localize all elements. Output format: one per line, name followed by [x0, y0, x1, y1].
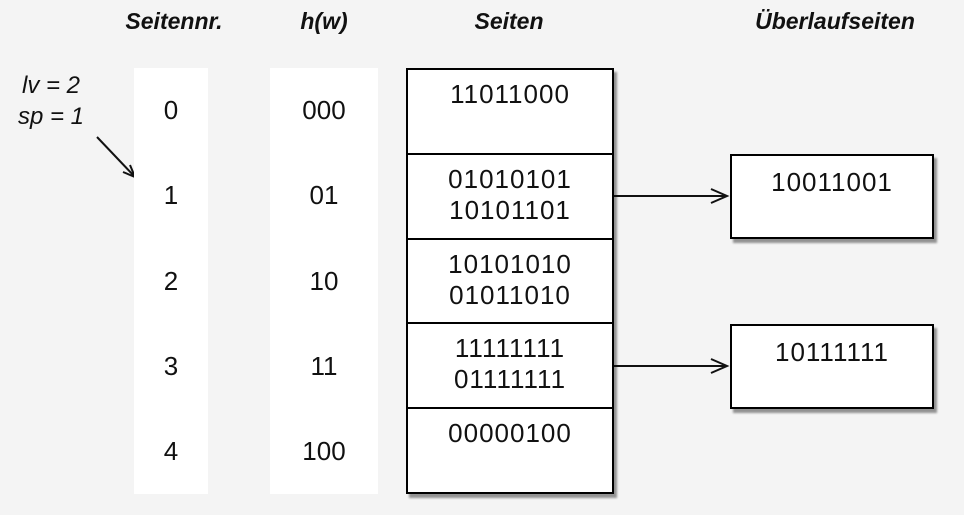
page-entry: 11111111 [454, 333, 566, 364]
level-value: lv = 2 [21, 72, 81, 99]
page-cell-0: 11011000 [408, 70, 612, 155]
level-splitpointer-annotation: lv = 2 sp = 1 [8, 70, 94, 132]
hash-value: 11 [310, 350, 338, 381]
page-number: 2 [163, 265, 179, 296]
hash-value: 000 [302, 95, 346, 126]
page-entry: 11011000 [450, 79, 570, 109]
header-seiten: Seiten [474, 8, 544, 34]
hash-value: 10 [309, 265, 339, 296]
page-entry: 10101101 [449, 194, 571, 225]
page-cell-3: 11111111 01111111 [408, 324, 612, 410]
page-entry: 10101010 [448, 248, 572, 279]
page-number: 3 [163, 350, 179, 381]
page-entry: 01111111 [453, 364, 567, 395]
page-number: 0 [163, 95, 179, 126]
hash-value: 01 [309, 180, 339, 211]
header-ueberlaufseiten: Überlaufseiten [755, 8, 915, 34]
page-cell-1: 01010101 10101101 [408, 155, 612, 240]
page-number: 4 [163, 435, 179, 466]
primary-pages-stack: 11011000 01010101 10101101 10101010 0101… [406, 68, 614, 494]
overflow-arrow-row1 [614, 188, 730, 204]
page-entry: 01010101 [448, 163, 572, 194]
hash-value: 100 [302, 435, 346, 466]
column-hash-values: 000 01 10 11 100 [270, 68, 378, 494]
overflow-page-row3: 10111111 [730, 324, 934, 409]
page-cell-4: 00000100 [408, 409, 612, 492]
page-number: 1 [163, 180, 179, 211]
page-entry: 01011010 [449, 279, 571, 310]
page-cell-2: 10101010 01011010 [408, 240, 612, 325]
header-seitennr: Seitennr. [125, 8, 223, 34]
splitpointer-value: sp = 1 [17, 103, 85, 130]
overflow-arrow-row3 [614, 358, 730, 374]
overflow-page-row1: 10011001 [730, 154, 934, 239]
column-seitennr: 0 1 2 3 4 [134, 68, 208, 494]
header-hash-function: h(w) [300, 8, 348, 34]
page-entry: 00000100 [448, 418, 572, 449]
